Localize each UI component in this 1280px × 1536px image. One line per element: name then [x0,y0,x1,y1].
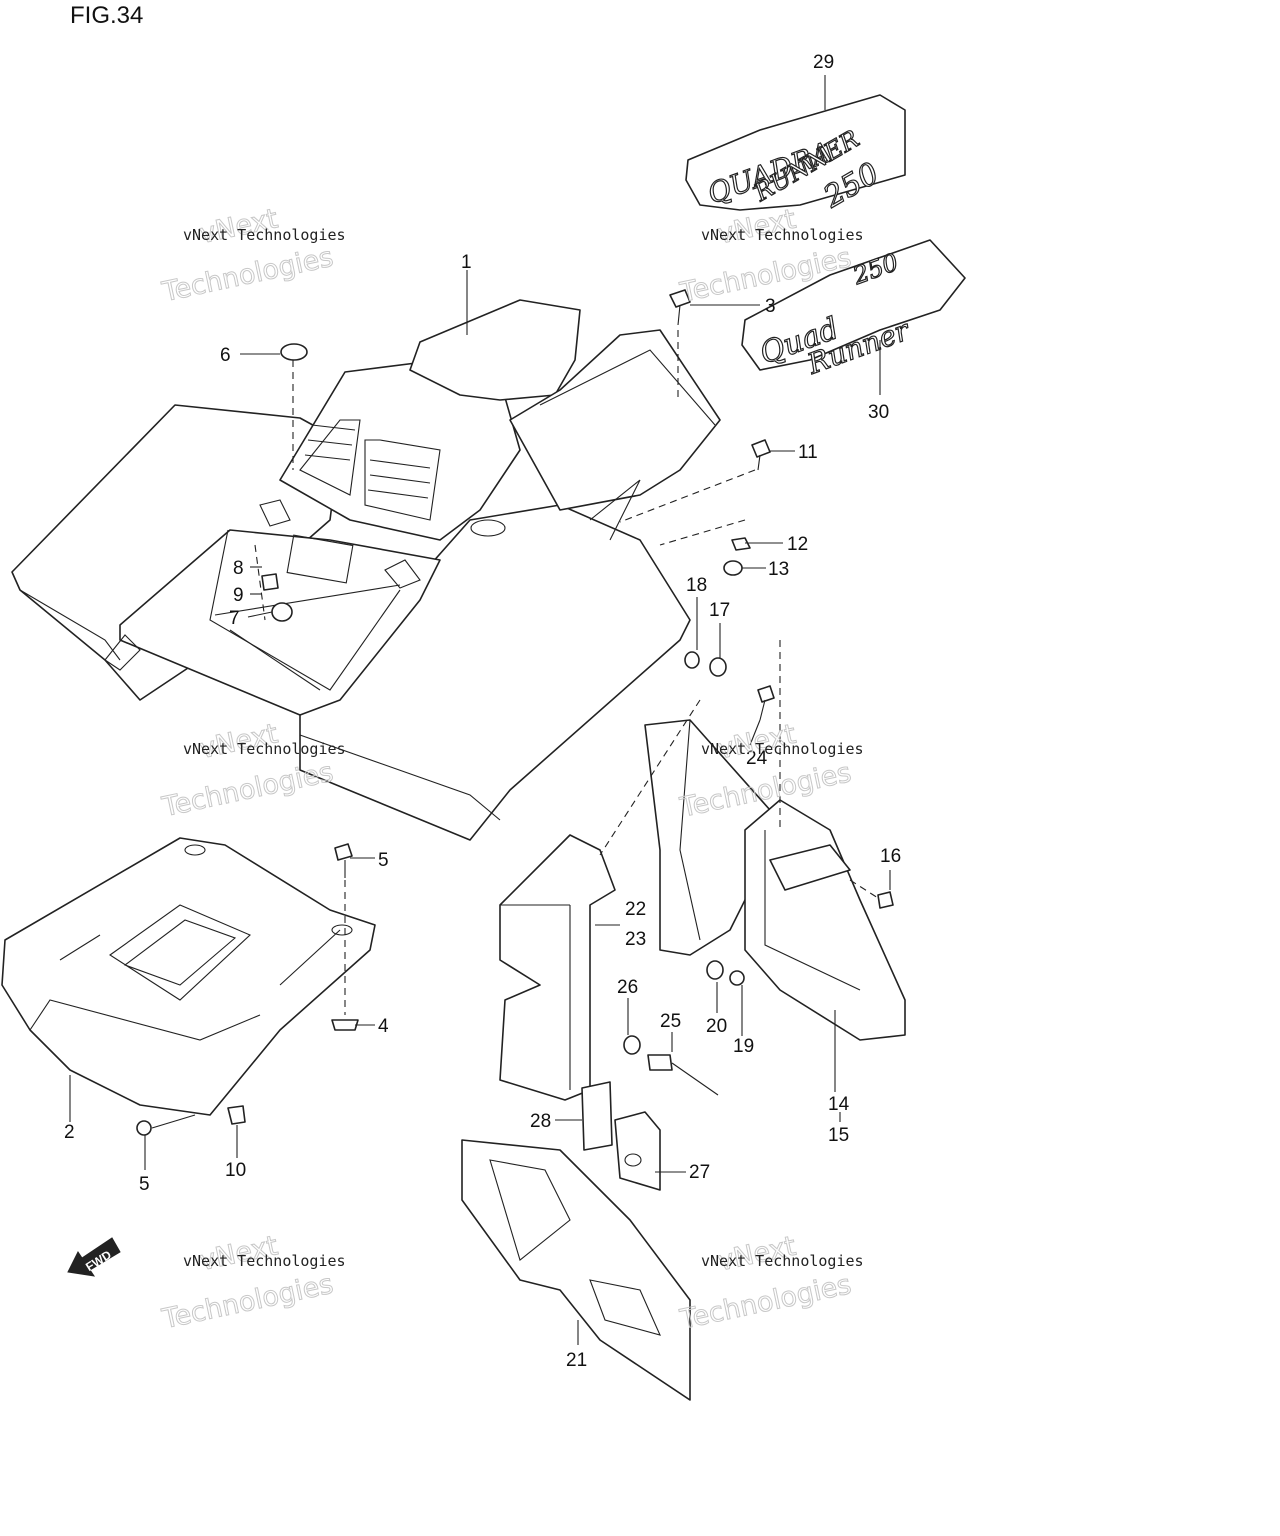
callout-labels: 1 2 3 4 5 5 6 7 8 9 10 11 12 13 14 15 16… [64,52,901,1371]
callout-8: 8 [233,558,244,579]
callout-6: 6 [220,345,231,366]
nut-7 [271,602,293,622]
callout-2: 2 [64,1122,75,1143]
part-22-23-side-panel [499,834,616,1101]
leader-lines [69,75,891,1345]
callout-5a: 5 [378,850,389,871]
callout-14: 14 [828,1094,850,1115]
callout-28: 28 [530,1111,551,1132]
part-2-cover [1,837,376,1116]
part-21-bottom-guard [461,1139,691,1401]
watermark-bottom-left: vNext Technologies vNext Technologies [158,1230,346,1336]
callout-4: 4 [378,1016,389,1037]
callout-15: 15 [828,1125,849,1146]
callout-30: 30 [868,402,889,423]
nut-4 [331,1019,359,1031]
svg-text:Technologies: Technologies [159,1269,336,1336]
svg-text:vNext Technologies: vNext Technologies [183,740,346,758]
callout-5b: 5 [139,1174,150,1195]
hardware-parts [136,289,894,1191]
screw-5-top [334,843,353,861]
screw-16 [877,891,894,909]
screw-5-bottom [136,1120,152,1136]
dashed-assembly-lines [254,330,879,1015]
screw-19 [729,970,745,986]
nut-13 [723,560,743,576]
callout-22: 22 [625,899,646,920]
callout-13: 13 [768,559,789,580]
svg-text:Technologies: Technologies [677,1269,854,1336]
washer-17 [709,657,727,677]
callout-11: 11 [798,442,818,463]
svg-text:vNext Technologies: vNext Technologies [701,226,864,244]
washer-20 [706,960,724,980]
callout-21: 21 [566,1350,587,1371]
watermark-bottom-right: vNext Technologies vNext Technologies [676,1230,864,1336]
fwd-arrow-icon: FWD [67,1237,121,1277]
screw-8 [261,573,279,591]
callout-17: 17 [709,600,730,621]
callout-25: 25 [660,1011,681,1032]
callout-20: 20 [706,1016,727,1037]
callout-26: 26 [617,977,638,998]
washer-26 [623,1035,641,1055]
decal-29: QUADRA RUNNER 250 [685,94,906,216]
callout-19: 19 [733,1036,754,1057]
callout-9: 9 [233,585,244,606]
clip-10 [227,1105,246,1125]
plate-28 [581,1081,613,1151]
washer-18 [684,651,700,669]
part-1-front-fender [11,299,721,841]
bolt-3 [669,289,691,308]
callout-1: 1 [461,252,472,273]
bracket-27 [614,1111,661,1191]
rivet-25 [647,1054,673,1071]
watermark-top-left: vNext Technologies vNext Technologies [158,203,346,309]
svg-text:Technologies: Technologies [159,757,336,824]
svg-text:vNext Technologies: vNext Technologies [701,740,864,758]
callout-10: 10 [225,1160,246,1181]
svg-text:Technologies: Technologies [159,242,336,309]
part-14-15-mudflap [744,799,906,1041]
callout-7: 7 [229,608,240,629]
callout-3: 3 [765,296,776,317]
part-24-inner-guard [644,719,771,956]
callout-16: 16 [880,846,901,867]
callout-27: 27 [689,1162,710,1183]
grommet-6 [280,343,308,361]
svg-text:vNext Technologies: vNext Technologies [183,1252,346,1270]
screw-11 [751,439,771,458]
svg-text:vNext Technologies: vNext Technologies [701,1252,864,1270]
svg-text:vNext Technologies: vNext Technologies [183,226,346,244]
callout-18: 18 [686,575,707,596]
callout-29: 29 [813,52,834,73]
callout-23: 23 [625,929,646,950]
figure-title: FIG.34 [70,2,143,29]
clip-12 [731,537,751,551]
screw-24 [757,685,775,703]
callout-24: 24 [746,748,768,769]
callout-12: 12 [787,534,808,555]
